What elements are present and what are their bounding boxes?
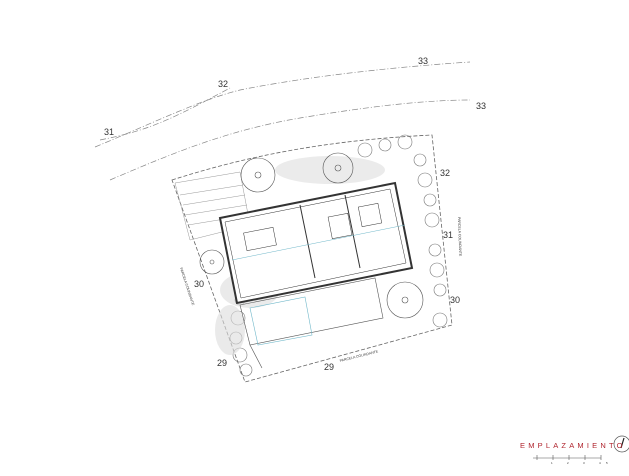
tree bbox=[378, 138, 392, 152]
contour-label: 31 bbox=[443, 230, 453, 240]
contour-label: 30 bbox=[450, 295, 460, 305]
house-footprint bbox=[218, 181, 414, 305]
scale-bar bbox=[533, 455, 602, 460]
tree bbox=[397, 134, 413, 150]
neighbor-label-right: PARCELA COLINDANTE bbox=[457, 217, 462, 257]
drawing-title: EMPLAZAMIENTO bbox=[520, 441, 626, 450]
neighbor-label-bottom: PARCELA COLINDANTE bbox=[339, 349, 379, 363]
feature-trees bbox=[199, 152, 424, 319]
contour-lines bbox=[94, 61, 471, 181]
tree bbox=[428, 243, 442, 257]
contour-label: 31 bbox=[104, 127, 114, 137]
contour-label: 32 bbox=[218, 79, 228, 89]
contour-label: 29 bbox=[217, 358, 227, 368]
scale-tick: 1 bbox=[551, 461, 553, 465]
tree bbox=[413, 153, 427, 167]
scale-tick: 2 bbox=[567, 461, 569, 465]
contour-label: 29 bbox=[324, 362, 334, 372]
contour-label: 33 bbox=[476, 101, 486, 111]
tree bbox=[432, 312, 448, 328]
tree bbox=[357, 142, 373, 158]
north-arrow-icon bbox=[613, 435, 629, 453]
scale-tick: 4 bbox=[599, 461, 601, 465]
scale-tick: 3 bbox=[583, 461, 585, 465]
tree bbox=[423, 193, 437, 207]
contour-label: 30 bbox=[194, 279, 204, 289]
neighbor-label-left: PARCELA COLINDANTE bbox=[179, 267, 195, 306]
tree bbox=[239, 363, 253, 377]
contour-label: 32 bbox=[440, 168, 450, 178]
terrace bbox=[239, 277, 384, 369]
tree bbox=[417, 172, 433, 188]
scale-tick: 5 bbox=[606, 461, 608, 465]
tree bbox=[424, 212, 440, 228]
contour-label: 33 bbox=[418, 56, 428, 66]
plot-boundary bbox=[171, 134, 453, 383]
tree bbox=[433, 283, 447, 297]
tree bbox=[429, 262, 445, 278]
